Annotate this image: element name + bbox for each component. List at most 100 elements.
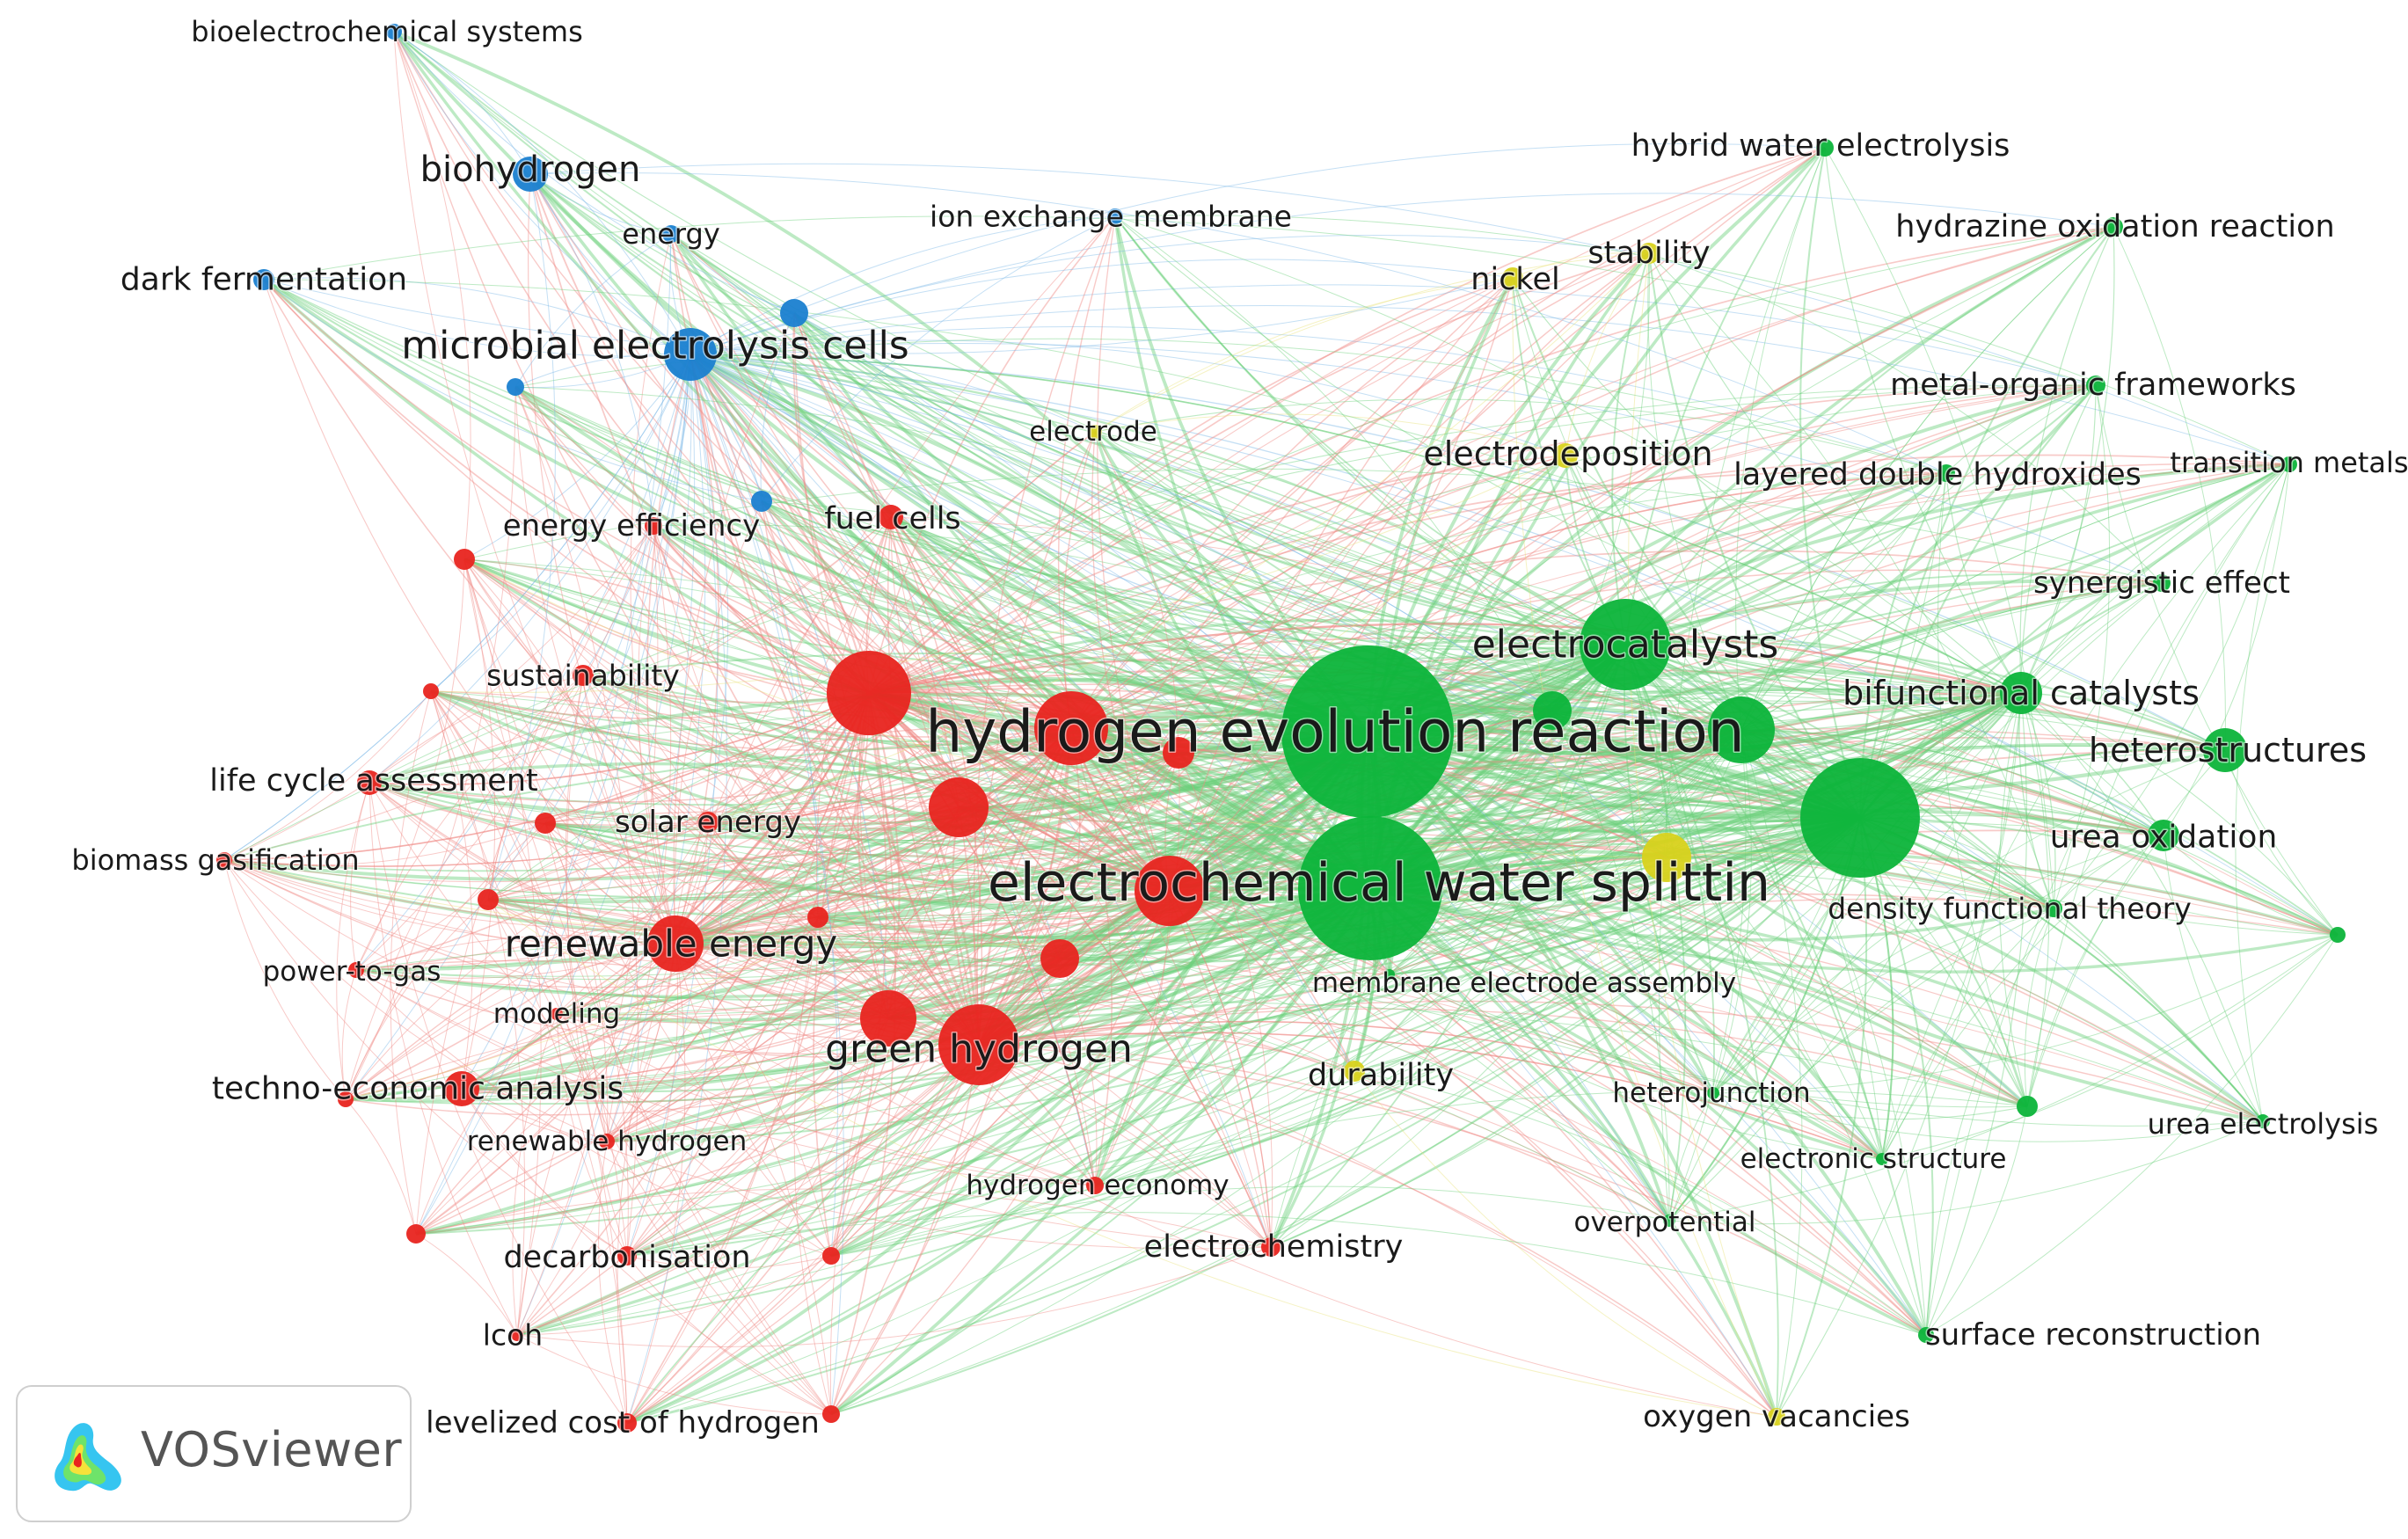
node-bes[interactable] xyxy=(386,24,402,40)
node-mof[interactable] xyxy=(2086,376,2105,395)
label-ovp[interactable]: overpotential xyxy=(1572,1206,1757,1240)
label-lcoh[interactable]: lcoh xyxy=(481,1317,544,1353)
node-dfer[interactable] xyxy=(253,269,274,290)
label-nick[interactable]: nickel xyxy=(1470,261,1561,299)
label-model[interactable]: modeling xyxy=(492,997,621,1032)
node-rs2[interactable] xyxy=(423,683,439,699)
label-heco[interactable]: hydrogen economy xyxy=(965,1169,1230,1203)
node-lcoh[interactable] xyxy=(511,1329,523,1341)
label-edep[interactable]: electrodeposition xyxy=(1422,434,1714,475)
node-lca[interactable] xyxy=(357,770,382,795)
node-ldh[interactable] xyxy=(1937,464,1955,482)
label-srec[interactable]: surface reconstruction xyxy=(1923,1317,2262,1354)
node-ren[interactable] xyxy=(647,915,704,972)
label-bifc[interactable]: bifunctional catalysts xyxy=(1842,673,2201,714)
node-rm2[interactable] xyxy=(1040,939,1079,978)
node-iem[interactable] xyxy=(1107,208,1123,224)
node-ym1[interactable] xyxy=(1642,833,1691,882)
node-ovac[interactable] xyxy=(1768,1408,1785,1426)
node-bs2[interactable] xyxy=(751,491,772,512)
node-rs4[interactable] xyxy=(478,889,499,910)
label-fcell[interactable]: fuel cells xyxy=(823,500,962,538)
label-levc[interactable]: levelized cost of hydrogen xyxy=(425,1404,821,1442)
label-hetst[interactable]: heterostructures xyxy=(2087,730,2368,771)
node-bm1[interactable] xyxy=(780,299,808,327)
node-dec[interactable] xyxy=(617,1246,637,1265)
node-rs5[interactable] xyxy=(807,907,828,928)
node-gs1[interactable] xyxy=(2017,1096,2038,1117)
label-urea[interactable]: urea oxidation xyxy=(2048,818,2279,857)
node-rs9[interactable] xyxy=(822,1405,840,1423)
node-energy[interactable] xyxy=(662,225,680,243)
label-urel[interactable]: urea electrolysis xyxy=(2146,1106,2380,1142)
node-rbig1[interactable] xyxy=(827,651,911,735)
node-rbig2[interactable] xyxy=(1034,691,1108,765)
label-dec[interactable]: decarbonisation xyxy=(502,1239,752,1277)
node-urel[interactable] xyxy=(2256,1114,2270,1128)
label-sust[interactable]: sustainability xyxy=(485,657,682,694)
node-dft[interactable] xyxy=(2045,900,2062,917)
node-elec[interactable] xyxy=(1088,425,1102,439)
label-lca[interactable]: life cycle assessment xyxy=(208,762,539,800)
label-bioh[interactable]: biohydrogen xyxy=(419,149,642,192)
label-syn[interactable]: synergistic effect xyxy=(2032,565,2292,602)
node-edep[interactable] xyxy=(1553,443,1578,468)
node-gh[interactable] xyxy=(938,1004,1019,1085)
node-stab[interactable] xyxy=(1638,243,1660,264)
node-echem[interactable] xyxy=(1261,1237,1281,1257)
label-ldh[interactable]: layered double hydroxides xyxy=(1733,456,2143,494)
node-rs3[interactable] xyxy=(535,813,556,834)
node-nick[interactable] xyxy=(1502,267,1523,288)
label-iem[interactable]: ion exchange membrane xyxy=(929,198,1294,235)
node-hetst[interactable] xyxy=(2203,728,2247,772)
label-echem[interactable]: electrochemistry xyxy=(1142,1229,1405,1266)
node-rm3[interactable] xyxy=(1163,737,1194,769)
node-eeff[interactable] xyxy=(645,517,662,535)
label-renh[interactable]: renewable hydrogen xyxy=(465,1125,748,1159)
node-solar[interactable] xyxy=(697,812,719,833)
node-rs6[interactable] xyxy=(406,1224,426,1244)
node-tea[interactable] xyxy=(444,1071,479,1106)
node-dur[interactable] xyxy=(1344,1061,1365,1082)
label-hwe[interactable]: hybrid water electrolysis xyxy=(1630,128,2011,165)
node-gm2[interactable] xyxy=(1533,691,1572,730)
label-tm[interactable]: transition metals xyxy=(2169,445,2408,481)
node-gs2[interactable] xyxy=(2330,927,2346,943)
label-bes[interactable]: bioelectrochemical systems xyxy=(190,14,584,50)
node-bifc[interactable] xyxy=(2000,672,2042,714)
node-rs8[interactable] xyxy=(822,1247,840,1265)
label-mea[interactable]: membrane electrode assembly xyxy=(1310,966,1737,1001)
node-fcell[interactable] xyxy=(879,505,903,529)
label-stab[interactable]: stability xyxy=(1587,235,1711,273)
label-solar[interactable]: solar energy xyxy=(613,804,802,842)
label-eeff[interactable]: energy efficiency xyxy=(501,507,762,545)
node-rm1[interactable] xyxy=(860,990,916,1047)
node-hetj[interactable] xyxy=(1707,1087,1719,1099)
node-ecat[interactable] xyxy=(1580,599,1671,690)
node-gbig[interactable] xyxy=(1800,758,1920,878)
label-tea[interactable]: techno-economic analysis xyxy=(210,1069,624,1108)
node-elst[interactable] xyxy=(1876,1153,1888,1165)
node-rs7[interactable] xyxy=(338,1091,354,1107)
label-dfer[interactable]: dark fermentation xyxy=(119,260,408,299)
node-levc[interactable] xyxy=(617,1413,637,1433)
label-gh[interactable]: green hydrogen xyxy=(824,1025,1135,1073)
node-rbig3[interactable] xyxy=(1135,856,1205,926)
node-model[interactable] xyxy=(551,1008,563,1020)
label-ren[interactable]: renewable energy xyxy=(503,921,839,966)
label-biog[interactable]: biomass gasification xyxy=(70,842,361,879)
node-hzor[interactable] xyxy=(2104,217,2123,237)
node-ovp[interactable] xyxy=(1663,1214,1675,1227)
node-mea[interactable] xyxy=(1384,969,1395,980)
node-urea[interactable] xyxy=(2148,820,2179,851)
node-sust[interactable] xyxy=(573,665,594,686)
node-rbig4[interactable] xyxy=(929,777,989,837)
label-elst[interactable]: electronic structure xyxy=(1739,1142,2008,1177)
label-ovac[interactable]: oxygen vacancies xyxy=(1642,1398,1912,1436)
label-mof[interactable]: metal-organic frameworks xyxy=(1889,367,2298,405)
node-syn[interactable] xyxy=(2153,574,2171,592)
label-dur[interactable]: durability xyxy=(1306,1057,1455,1095)
node-bioh[interactable] xyxy=(513,157,548,192)
node-her[interactable] xyxy=(1281,646,1454,818)
